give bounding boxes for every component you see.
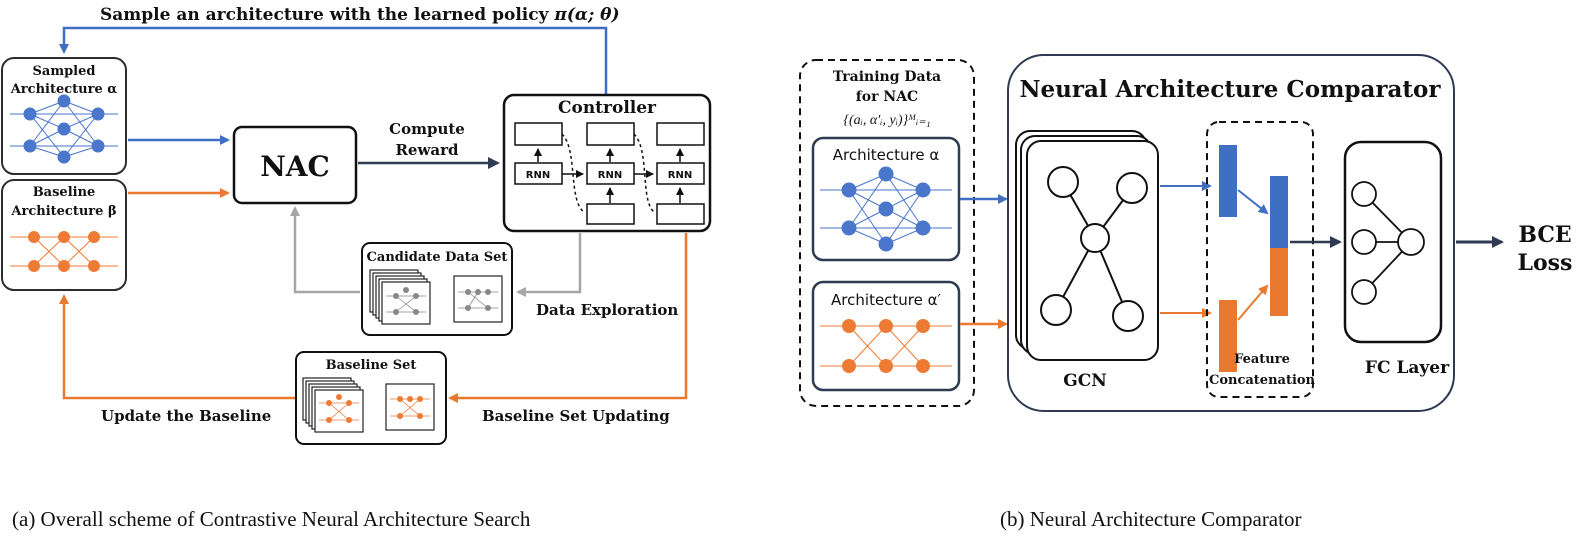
sampled-label-arch: Architecture α xyxy=(10,82,118,97)
training-data-box xyxy=(799,59,975,407)
training-data-label-2: for NAC xyxy=(856,89,918,105)
sampled-label: Sampled xyxy=(33,64,96,79)
baseline-label: Baseline xyxy=(33,185,96,200)
training-data-set-notation: {(aᵢ, α′ᵢ, yᵢ)}ᴹᵢ₌₁ xyxy=(843,113,930,128)
training-data-label: Training Data xyxy=(833,69,941,85)
update-baseline-arrow xyxy=(59,294,296,400)
nac-label: NAC xyxy=(260,150,330,183)
policy-sample-arrow xyxy=(59,26,608,126)
baseline-set-updating-arrow xyxy=(448,233,688,403)
candidate-data-set-label: Candidate Data Set xyxy=(367,250,508,265)
nac-box xyxy=(232,125,358,205)
baseline-set-updating-label: Baseline Set Updating xyxy=(482,407,670,425)
feature-label: Feature xyxy=(1234,352,1290,367)
comparator-title: Neural Architecture Comparator xyxy=(1019,76,1441,103)
data-exploration-arrow xyxy=(516,233,582,297)
bce-label: BCE xyxy=(1518,222,1571,248)
rnn-label-2: RNN xyxy=(598,170,622,181)
candidate-to-nac-arrow xyxy=(290,206,360,294)
concat-orange-segment xyxy=(1270,248,1288,316)
caption-a: (a) Overall scheme of Contrastive Neural… xyxy=(12,507,531,531)
architecture-alpha-prime-network-icon xyxy=(820,319,952,373)
rnn-label-1: RNN xyxy=(526,170,550,181)
bce-loss-label: Loss xyxy=(1518,250,1573,276)
compute-reward-label-2: Reward xyxy=(395,141,459,159)
rnn-chain xyxy=(514,122,705,225)
baseline-network-icon xyxy=(10,231,118,272)
architecture-alpha-network-icon xyxy=(820,166,952,252)
gcn-label: GCN xyxy=(1063,371,1107,391)
compute-reward-label: Compute xyxy=(389,120,465,138)
top-sample-label: Sample an architecture with the learned … xyxy=(100,5,620,25)
baseline-stack-icon xyxy=(302,377,435,433)
data-exploration-label: Data Exploration xyxy=(536,301,678,319)
sampled-network-icon xyxy=(10,94,118,164)
feature-label-2: Concatenation xyxy=(1209,373,1316,388)
update-baseline-label: Update the Baseline xyxy=(101,407,271,425)
feature-blue-bar xyxy=(1219,145,1237,217)
feature-concat-box xyxy=(1206,121,1314,398)
fc-layer-label: FC Layer xyxy=(1365,358,1450,378)
orange-concat-arrow xyxy=(1237,284,1269,321)
architecture-alpha-label: Architecture α xyxy=(833,146,940,164)
fc-network-icon xyxy=(1351,181,1425,305)
candidate-stack-icon xyxy=(369,269,503,325)
baseline-label-arch: Architecture β xyxy=(10,204,116,219)
caption-b: (b) Neural Architecture Comparator xyxy=(1000,507,1301,531)
feature-orange-bar xyxy=(1219,300,1237,372)
rnn-label-3: RNN xyxy=(668,170,692,181)
controller-label: Controller xyxy=(558,98,657,118)
blue-concat-arrow xyxy=(1237,189,1269,215)
architecture-alpha-prime-label: Architecture α′ xyxy=(831,291,941,309)
concat-blue-segment xyxy=(1270,176,1288,248)
baseline-set-label: Baseline Set xyxy=(326,358,417,373)
gcn-graph-icon xyxy=(1040,166,1148,332)
